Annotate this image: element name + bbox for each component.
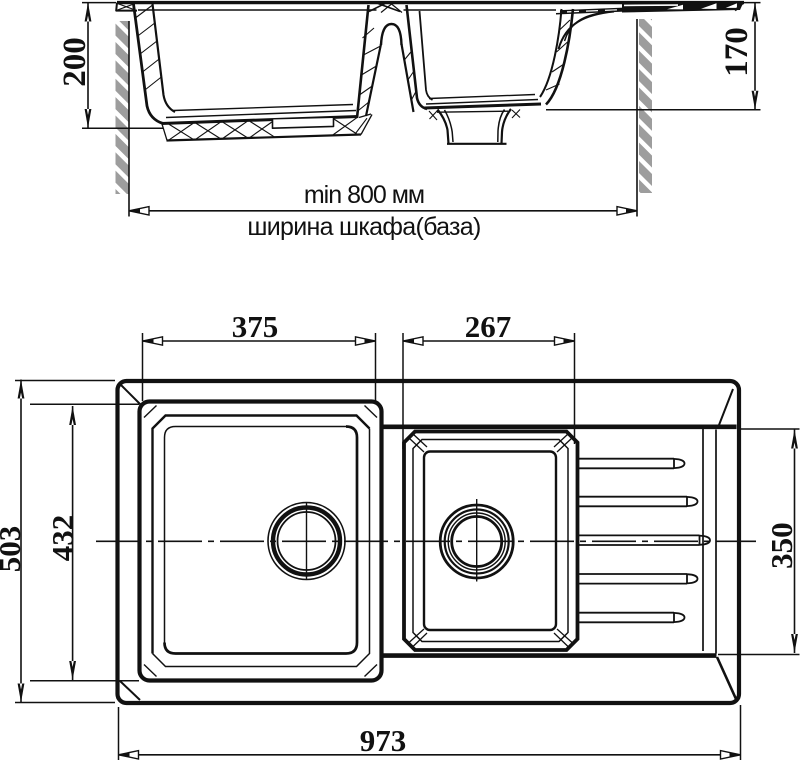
- svg-text:200: 200: [57, 37, 93, 87]
- svg-text:432: 432: [45, 515, 80, 562]
- svg-text:170: 170: [719, 27, 755, 77]
- svg-text:267: 267: [465, 309, 512, 344]
- svg-text:ширина шкафа(база): ширина шкафа(база): [247, 213, 480, 241]
- svg-text:375: 375: [232, 309, 279, 344]
- svg-text:350: 350: [764, 522, 799, 569]
- svg-text:973: 973: [360, 723, 407, 758]
- svg-text:min 800 мм: min 800 мм: [304, 181, 424, 209]
- svg-text:503: 503: [0, 526, 27, 573]
